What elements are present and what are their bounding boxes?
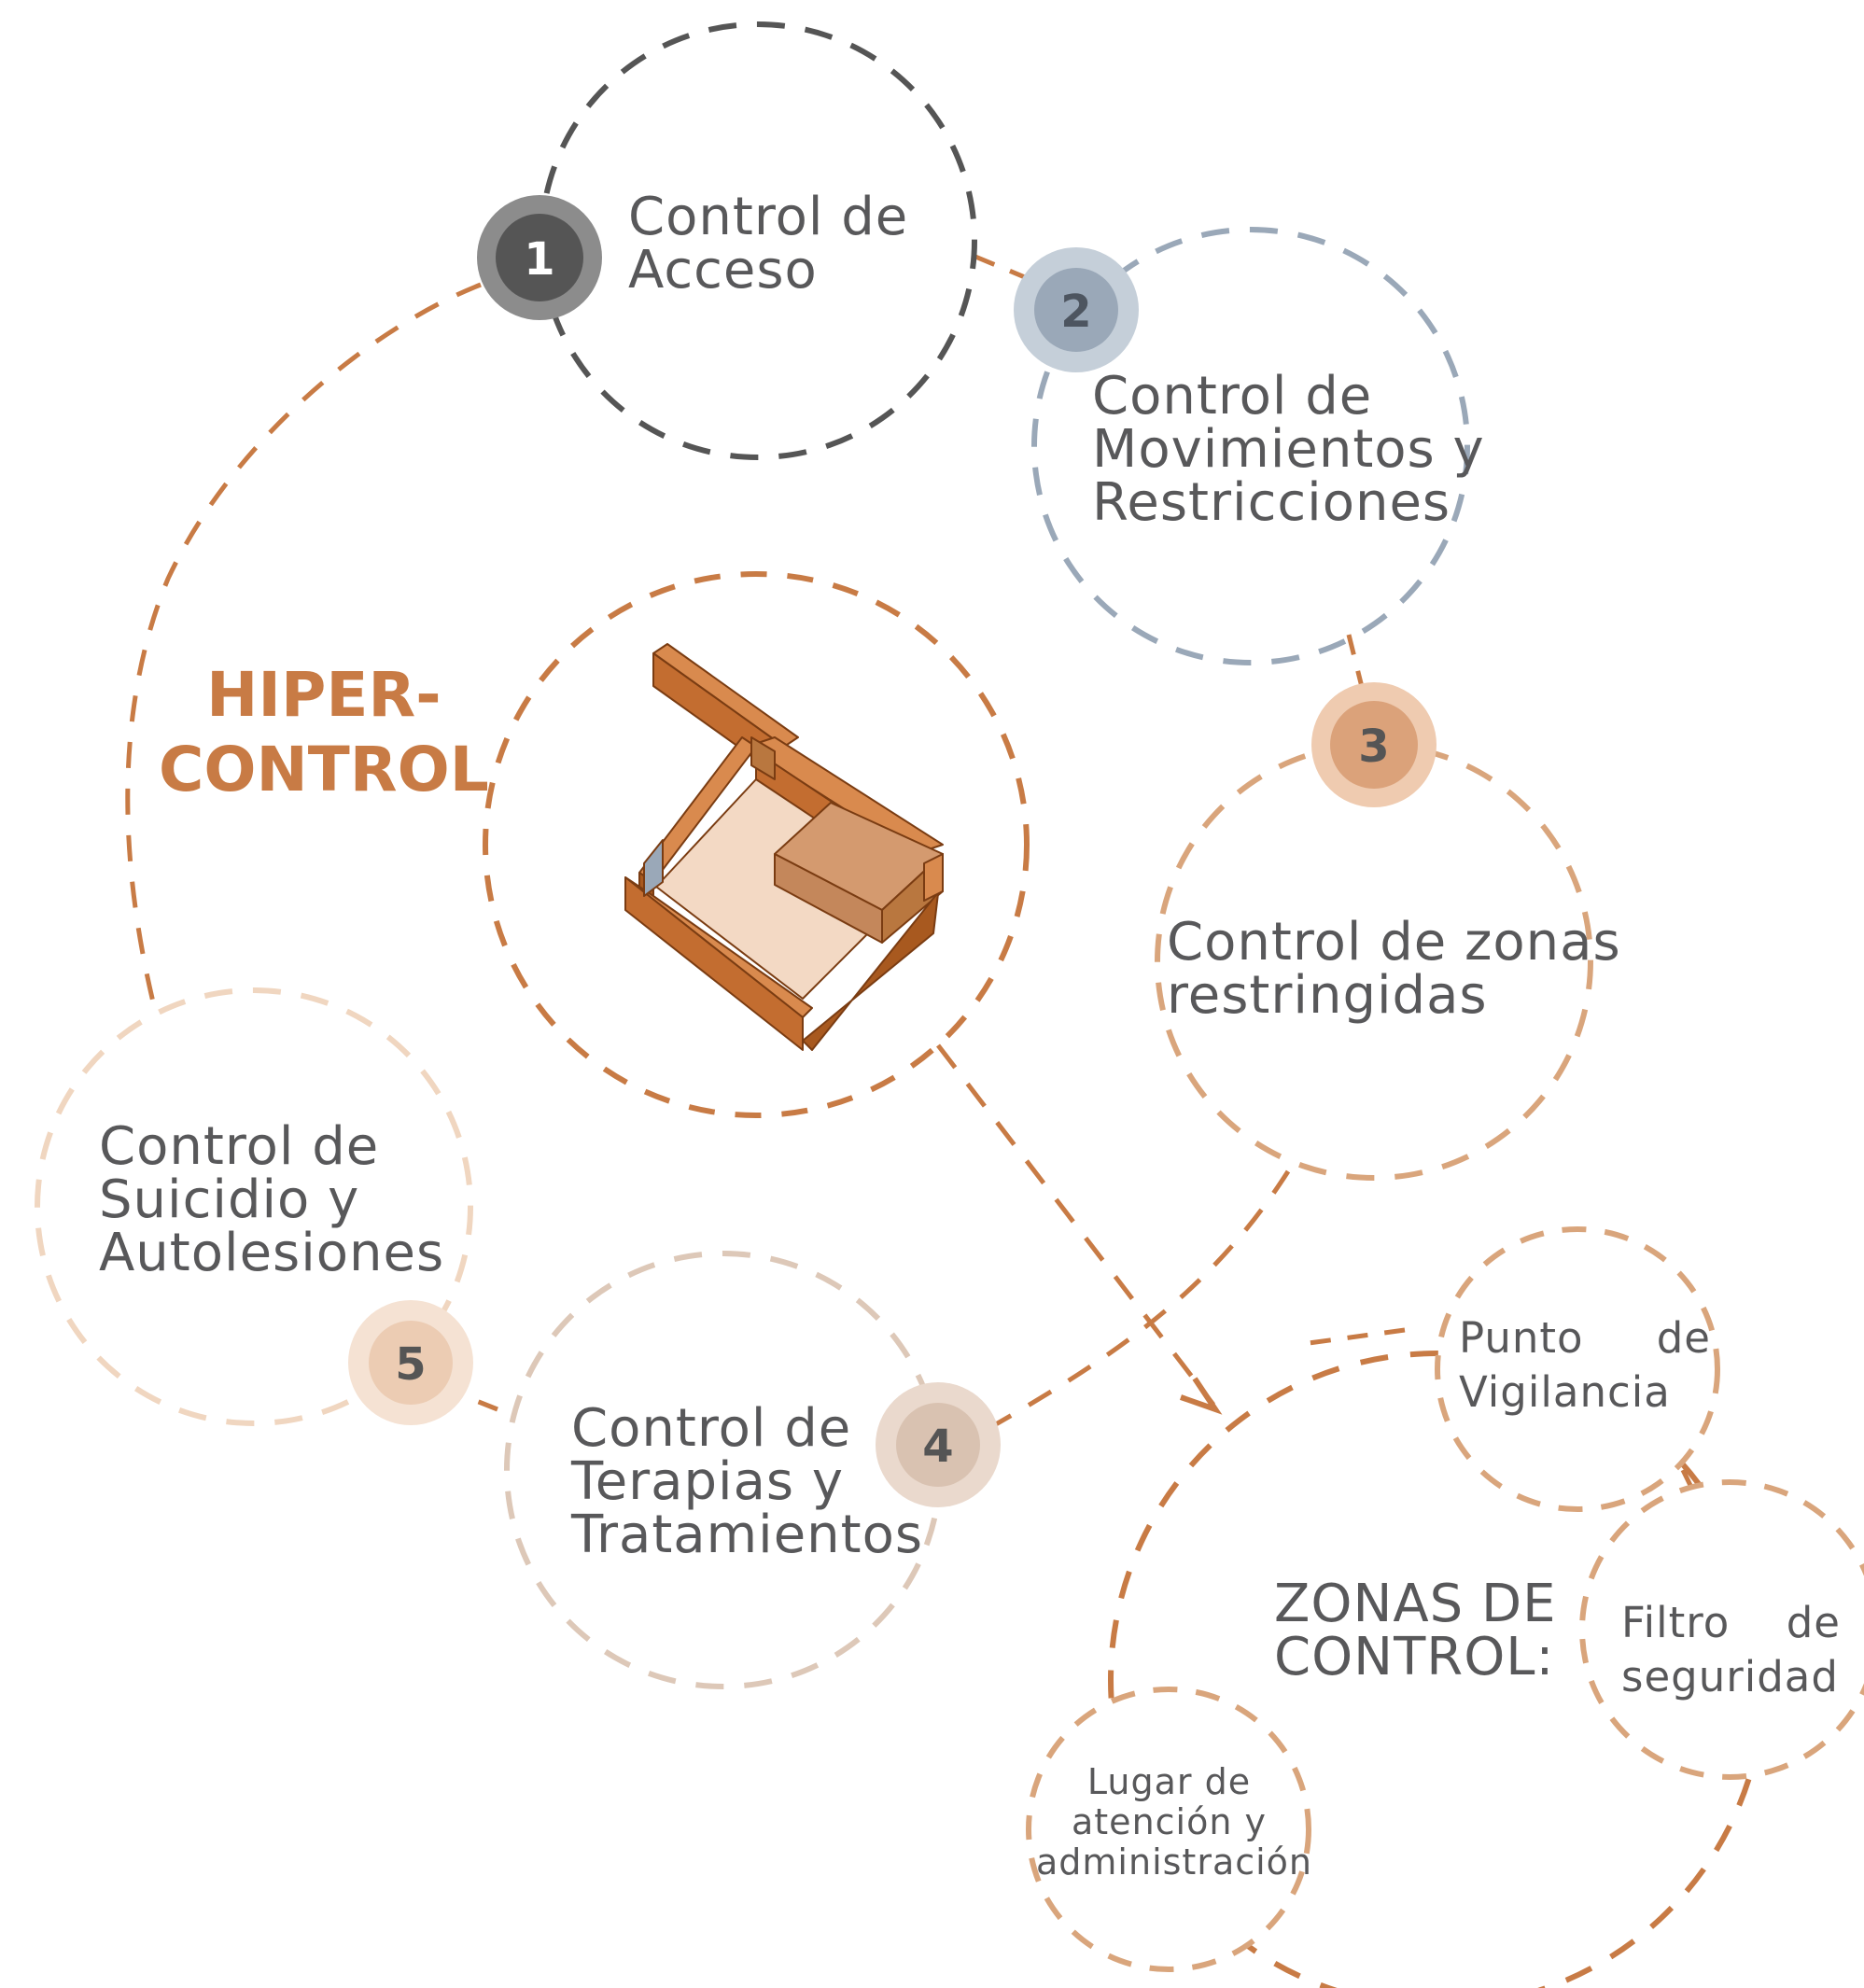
node-4-label-line: Tratamientos [571, 1505, 924, 1565]
node-4-label-line: Control de [571, 1398, 852, 1459]
connector-3-4 [988, 1169, 1291, 1431]
badge-1-number: 1 [524, 233, 554, 286]
center-circle [483, 571, 1030, 1118]
hiper-control-title-line2: CONTROL [159, 734, 489, 805]
zone-filtro-line2: seguridad [1621, 1652, 1839, 1701]
node-2-circle [1031, 227, 1470, 665]
hiper-control-title-line1: HIPER- [206, 659, 441, 731]
node-5-label-line: Suicidio y [99, 1169, 360, 1230]
node-2-label-line: Restricciones [1092, 472, 1451, 533]
zone-lugar-line2: atención y [1072, 1801, 1267, 1842]
badge-5-number: 5 [395, 1338, 426, 1391]
badge-2-number: 2 [1060, 286, 1091, 338]
zone-vigilancia-label: Punto de Vigilancia [1459, 1311, 1711, 1420]
connector-2-3 [1346, 634, 1370, 710]
zone-filtro-circle [1579, 1479, 1864, 1780]
zone-lugar-circle [1026, 1687, 1311, 1972]
zones-title: ZONAS DE CONTROL: [1274, 1574, 1557, 1687]
node-5-circle [35, 987, 473, 1426]
node-2-label: Control de Movimientos y Restricciones [1092, 370, 1485, 529]
badge-4: 4 [876, 1382, 1001, 1507]
node-3-label-line: restringidas [1167, 965, 1488, 1026]
node-2-label-line: Control de [1092, 366, 1373, 427]
zones-title-line1: ZONAS DE [1274, 1574, 1557, 1634]
node-4-label: Control de Terapias y Tratamientos [571, 1402, 923, 1561]
hiper-control-loop [125, 282, 482, 1018]
badge-3: 3 [1311, 682, 1437, 807]
connector-zones-vigilancia [1301, 1327, 1406, 1347]
node-2-label-line: Movimientos y [1092, 419, 1485, 480]
zone-filtro-line1: Filtro de [1621, 1598, 1841, 1647]
arrow-head [1180, 1377, 1223, 1415]
zones-title-line2: CONTROL: [1274, 1627, 1555, 1687]
building-illustration [624, 643, 944, 1051]
zone-lugar-label: Lugar de atención y administración [1036, 1761, 1313, 1883]
node-3-label: Control de zonas restringidas [1167, 916, 1621, 1022]
badge-1: 1 [477, 195, 602, 320]
badge-5: 5 [348, 1300, 473, 1425]
node-3-label-line: Control de zonas [1167, 912, 1621, 973]
badge-4-number: 4 [922, 1421, 953, 1473]
node-5-label-line: Autolesiones [99, 1223, 445, 1283]
zone-vigilancia-line1: Punto de [1459, 1313, 1711, 1363]
badge-2: 2 [1014, 247, 1139, 372]
zone-filtro-label: Filtro de seguridad [1621, 1596, 1841, 1704]
node-1-label: Control de Acceso [628, 190, 908, 297]
zone-lugar-line1: Lugar de [1086, 1761, 1252, 1802]
zone-vigilancia-circle [1435, 1226, 1720, 1512]
zone-lugar-line3: administración [1036, 1841, 1313, 1883]
hiper-control-title: HIPER- CONTROL [159, 658, 489, 807]
node-1-label-line: Acceso [628, 240, 818, 301]
arrow-to-zones [936, 1043, 1215, 1407]
node-1-label-line: Control de [628, 187, 909, 247]
node-5-label-line: Control de [99, 1116, 380, 1177]
node-5-label: Control de Suicidio y Autolesiones [99, 1120, 444, 1280]
zone-vigilancia-line2: Vigilancia [1459, 1367, 1671, 1417]
badge-3-number: 3 [1358, 721, 1389, 773]
node-4-label-line: Terapias y [571, 1451, 845, 1512]
